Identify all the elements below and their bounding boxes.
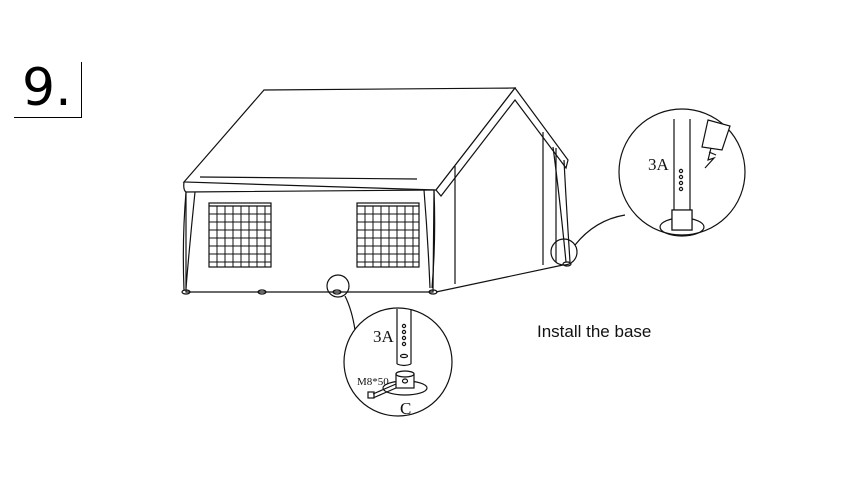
detail-right xyxy=(618,108,746,237)
leader-line-bottom xyxy=(344,295,356,331)
step-number: 9. xyxy=(22,58,72,118)
step-underline xyxy=(14,117,82,118)
detail-bottom-base-label: C xyxy=(400,399,411,418)
detail-bottom-bolt-label: M8*50 xyxy=(357,376,389,388)
instruction-caption: Install the base xyxy=(537,322,652,341)
window-right xyxy=(356,202,420,268)
window-left xyxy=(208,202,272,268)
callout-marker-right xyxy=(550,238,578,266)
tent-drawing xyxy=(181,87,572,295)
detail-bottom xyxy=(343,307,453,417)
callout-marker-bottom xyxy=(326,274,350,298)
leader-line-right xyxy=(574,214,626,246)
step-vertical-rule xyxy=(81,62,82,118)
detail-bottom-part-label: 3A xyxy=(373,327,395,346)
detail-right-part-label: 3A xyxy=(648,155,670,174)
